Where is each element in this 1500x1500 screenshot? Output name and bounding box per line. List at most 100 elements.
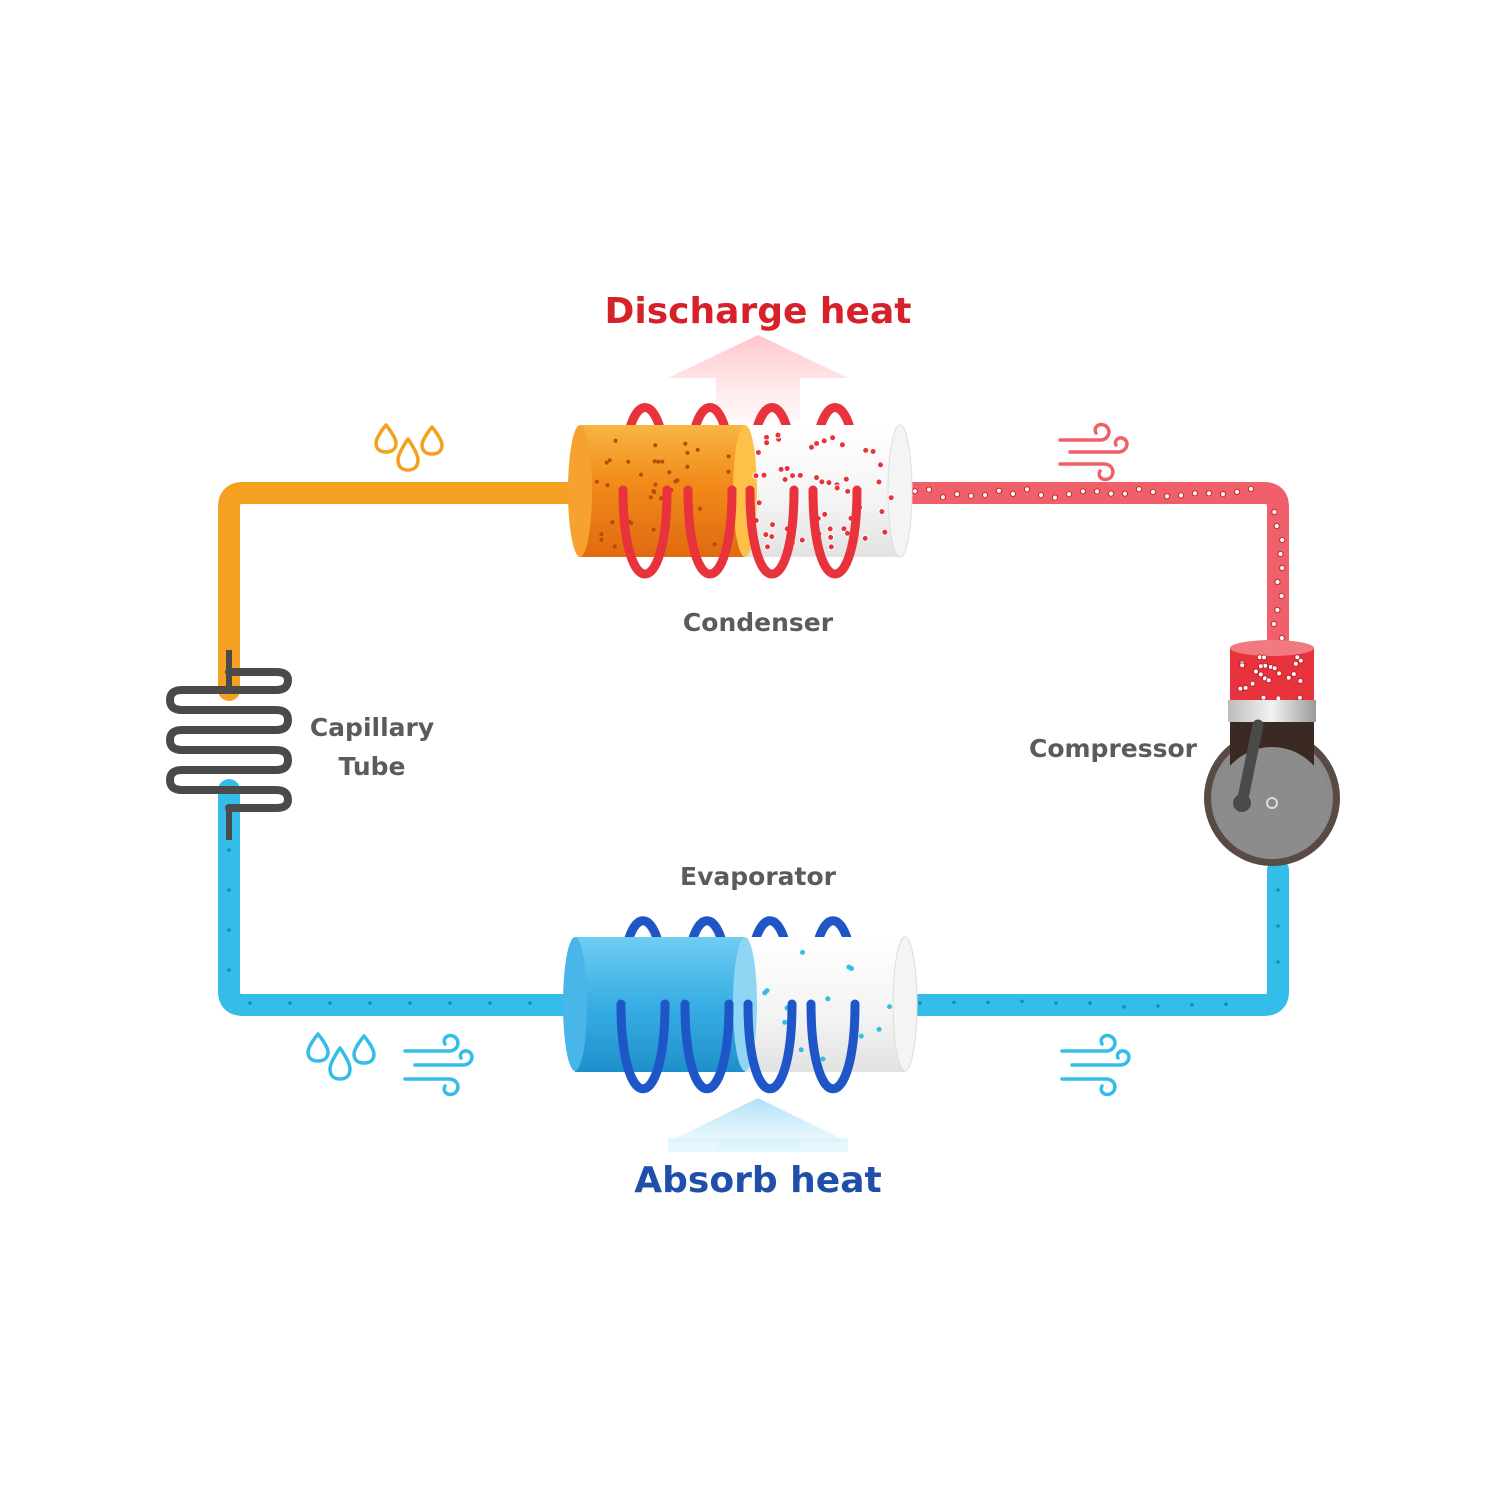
particle: [1190, 1002, 1194, 1007]
particle: [818, 478, 826, 486]
particle: [777, 465, 785, 473]
particle: [448, 1001, 452, 1005]
particle: [651, 527, 656, 532]
particle: [887, 494, 895, 502]
particle: [1122, 1005, 1126, 1009]
particle: [774, 431, 782, 439]
particle: [1093, 488, 1101, 495]
particle: [875, 478, 883, 486]
particle: [685, 464, 690, 469]
particle: [1252, 668, 1259, 675]
particle: [808, 443, 815, 451]
particle: [796, 471, 804, 479]
particle: [1107, 490, 1115, 497]
evaporator-coil-front: [616, 999, 860, 1093]
particle: [1278, 592, 1285, 600]
particle: [227, 968, 231, 972]
compressor-label: Compressor: [1029, 734, 1198, 763]
particle: [712, 542, 717, 547]
capillary-tube-label-line2: Tube: [339, 752, 406, 781]
particle: [862, 446, 870, 454]
particle: [781, 476, 789, 483]
particle: [800, 949, 805, 955]
particle: [752, 472, 760, 480]
coil-segment: [743, 999, 797, 1093]
particle: [842, 475, 850, 483]
particle: [328, 1001, 332, 1005]
particle: [648, 495, 653, 500]
particle: [1294, 654, 1301, 661]
particle: [820, 1056, 826, 1062]
particle: [685, 450, 690, 455]
suction-pipe: [894, 859, 1289, 1016]
particle: [798, 1047, 804, 1053]
particle: [1149, 488, 1157, 495]
particle: [861, 534, 869, 542]
particle: [877, 461, 884, 469]
particle: [825, 479, 833, 487]
particle: [528, 1001, 532, 1005]
particle: [1237, 685, 1244, 692]
evaporator-label: Evaporator: [680, 862, 837, 891]
particle: [610, 520, 615, 525]
particle: [798, 536, 806, 544]
droplets-icon: [374, 423, 444, 472]
particle: [1156, 1004, 1160, 1008]
particle: [1270, 620, 1278, 628]
particle: [939, 494, 947, 501]
particle: [1297, 678, 1304, 684]
wind-icon: [1058, 422, 1129, 482]
particle: [652, 459, 657, 464]
particle: [667, 470, 672, 475]
particle: [288, 1001, 292, 1005]
particle: [698, 506, 702, 511]
particle: [1260, 694, 1267, 701]
condenser-coil-front: [618, 485, 862, 579]
particle: [789, 472, 796, 480]
particle: [607, 458, 612, 463]
particle: [952, 1000, 956, 1005]
evaporator-particles: [762, 949, 892, 1062]
particle: [1274, 578, 1281, 586]
particle: [1290, 671, 1297, 678]
particle: [967, 492, 975, 499]
particle: [783, 465, 791, 472]
particle: [840, 525, 848, 533]
particle: [683, 441, 688, 446]
coil-segment: [683, 485, 737, 579]
particle: [1274, 606, 1281, 614]
particle: [1191, 490, 1199, 497]
particle: [762, 531, 770, 539]
particle: [833, 484, 841, 492]
coil-segment: [680, 999, 734, 1093]
particle: [1285, 674, 1292, 681]
particle: [1247, 485, 1255, 492]
particle: [1249, 680, 1256, 687]
droplets-icon: [306, 1032, 376, 1081]
particle: [838, 441, 846, 449]
particle: [911, 488, 919, 495]
particle: [1265, 677, 1272, 684]
particle: [764, 543, 771, 551]
coil-segment: [618, 485, 672, 579]
particle: [848, 966, 854, 971]
particle: [612, 544, 617, 549]
particle: [995, 487, 1003, 494]
capillary-tube: [165, 650, 293, 840]
particle: [1079, 488, 1087, 495]
particle: [827, 543, 835, 551]
particle: [887, 1004, 892, 1010]
particle: [754, 449, 762, 456]
particle: [1276, 888, 1280, 892]
particle: [1051, 494, 1059, 501]
particle: [813, 474, 820, 482]
particle: [821, 510, 829, 518]
particle: [953, 491, 961, 498]
particle: [1278, 634, 1286, 642]
particle: [653, 443, 658, 448]
particle: [1205, 490, 1213, 497]
capillary-tube-label-line1: Capillary: [310, 713, 434, 742]
particle: [782, 1019, 788, 1025]
particle: [1219, 491, 1227, 498]
particle: [488, 1001, 492, 1005]
